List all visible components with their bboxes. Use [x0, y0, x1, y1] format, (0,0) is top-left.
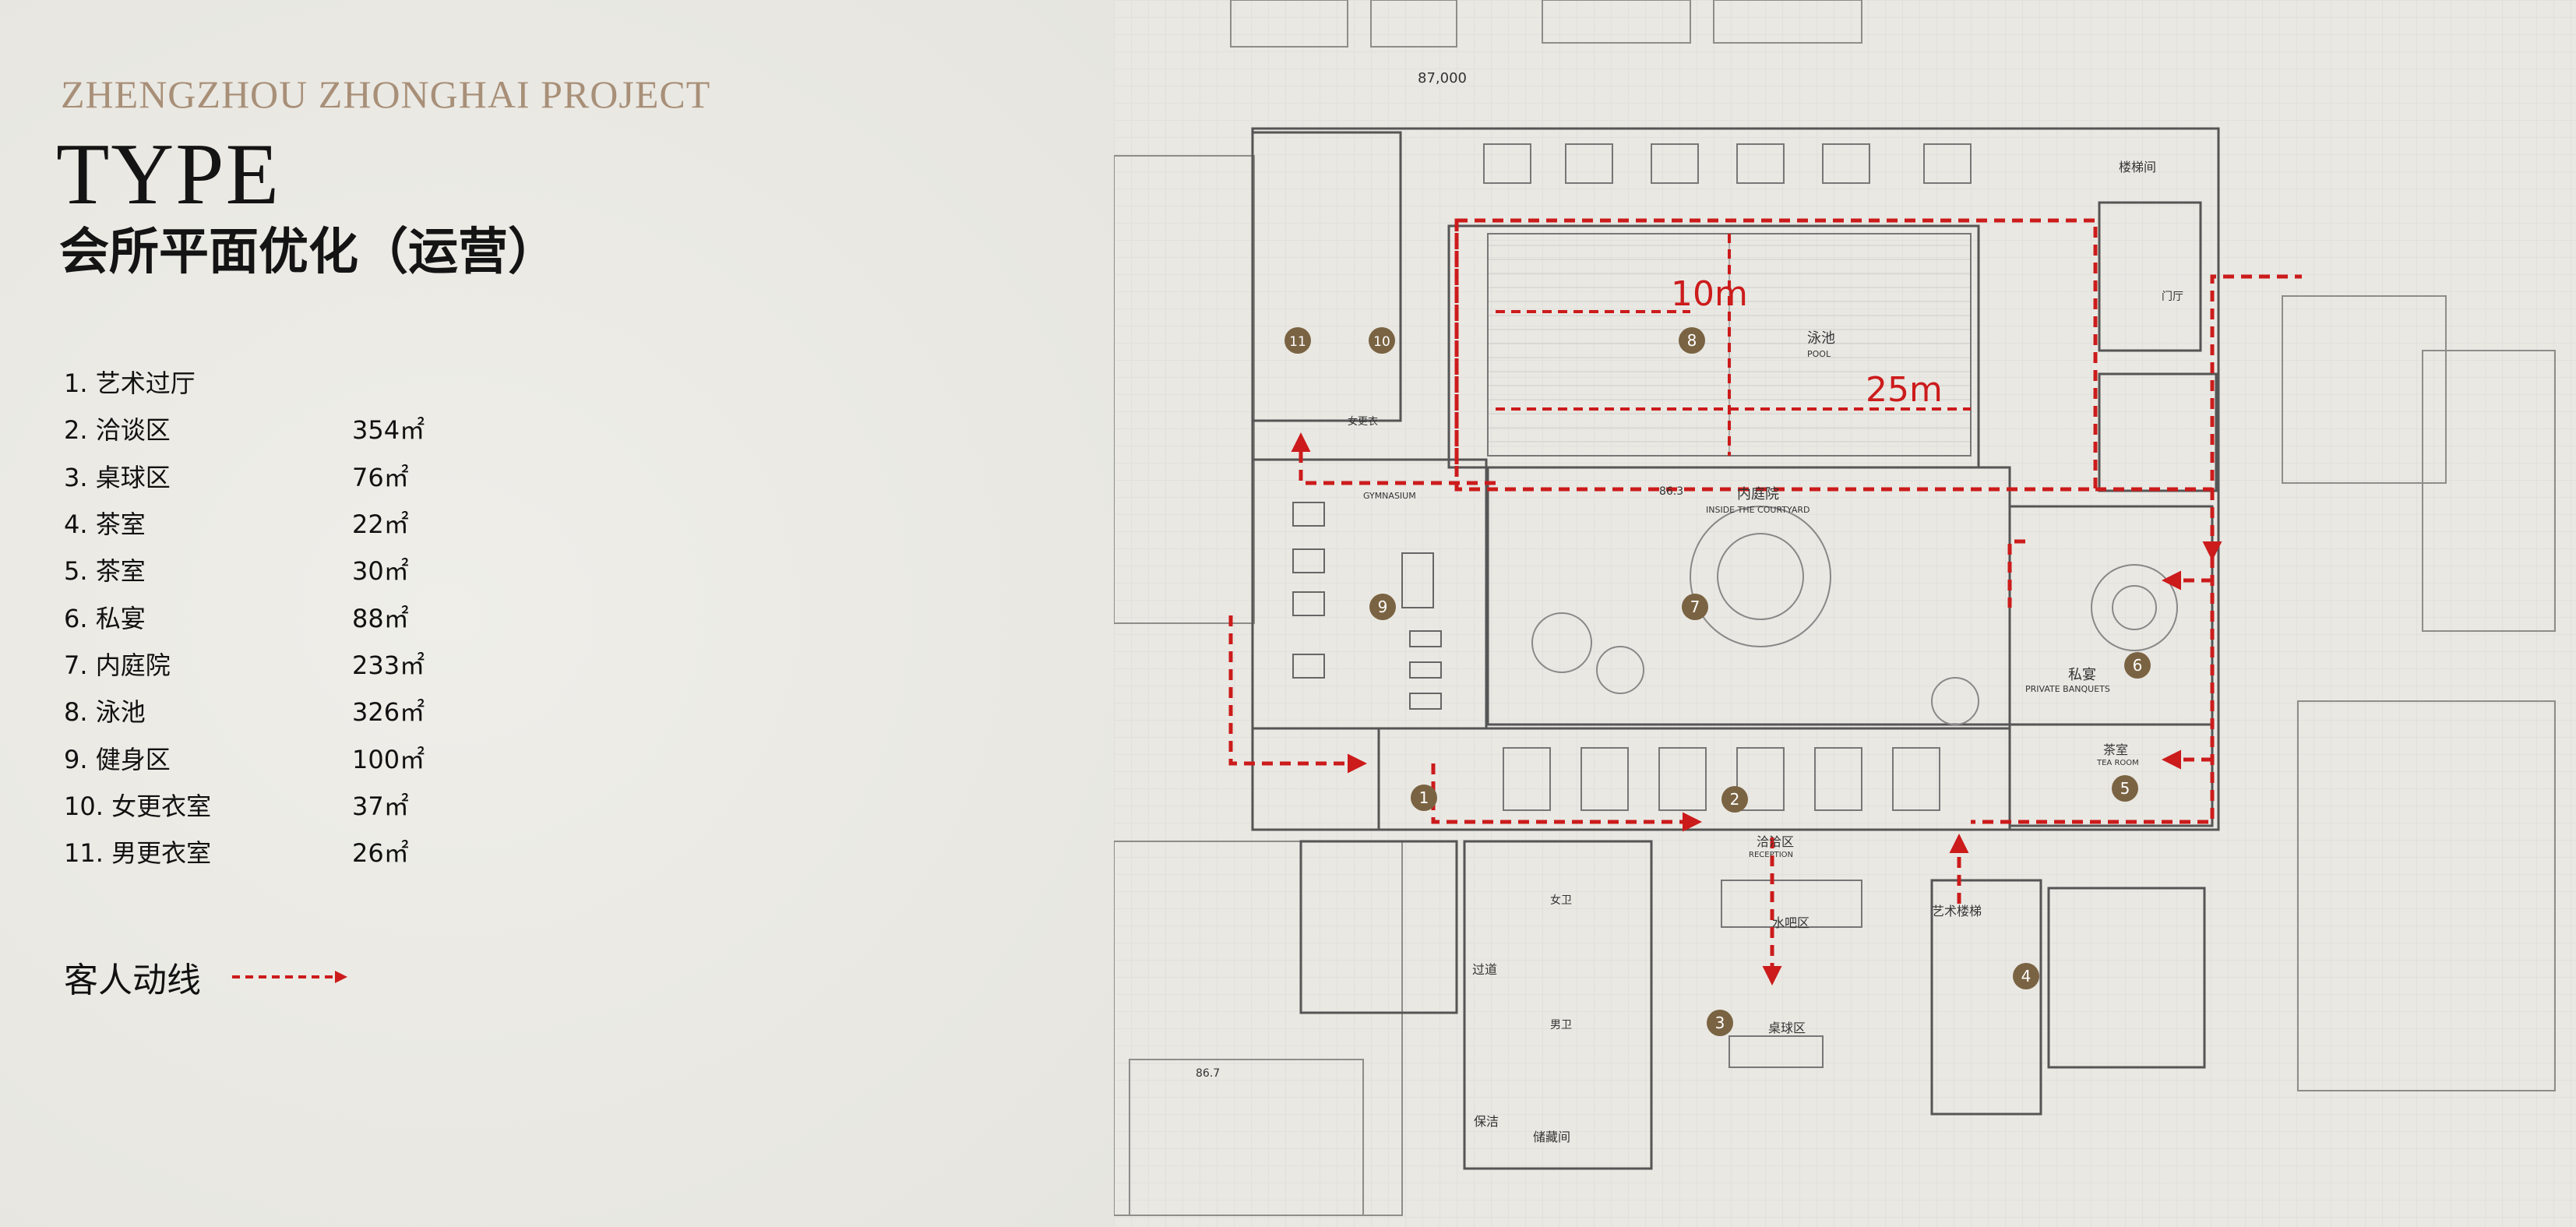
marker-7-label: 7: [1690, 598, 1700, 616]
room-item: 6. 私宴 88㎡: [64, 593, 469, 640]
room-item: 3. 桌球区 76㎡: [64, 453, 469, 499]
room-area: 22㎡: [352, 509, 409, 540]
room-name: 6. 私宴: [64, 603, 146, 633]
marker-1: [1411, 785, 1437, 811]
room-item: 1. 艺术过厅: [64, 358, 469, 405]
room-name: 5. 茶室: [64, 556, 146, 587]
level-label: 86.3: [1659, 485, 1683, 498]
private-label: 私宴: [2068, 666, 2096, 683]
room-area: 88㎡: [352, 603, 409, 633]
floor-plan: 87,000 10m 25m 泳池 POOL 内庭院 INSIDE THE CO…: [1114, 0, 2576, 1227]
route-arrow-icon: [232, 971, 347, 983]
marker-1-label: 1: [1419, 788, 1429, 807]
level-label-b: 86.7: [1196, 1067, 1220, 1080]
room-name: 11. 男更衣室: [64, 838, 212, 869]
storage-label: 储藏间: [1533, 1130, 1570, 1144]
room-item: 4. 茶室 22㎡: [64, 499, 469, 546]
male-wc-label: 男卫: [1550, 1019, 1572, 1031]
room-area: 26㎡: [352, 838, 409, 869]
water-bar-label: 水吧区: [1772, 915, 1810, 930]
room-name: 1. 艺术过厅: [64, 368, 196, 399]
marker-6-label: 6: [2133, 656, 2143, 675]
info-panel: ZHENGZHOU ZHONGHAI PROJECT TYPE 会所平面优化（运…: [0, 0, 1114, 1227]
tea-label: 茶室: [2103, 742, 2128, 757]
room-item: 2. 洽谈区 354㎡: [64, 405, 469, 452]
room-item: 5. 茶室 30㎡: [64, 546, 469, 593]
tea-en-label: TEA ROOM: [2096, 759, 2139, 767]
pool-en-label: POOL: [1807, 349, 1831, 359]
marker-6: [2124, 652, 2151, 679]
room-markers: 1 2 3 4 5 6 7 8 9 10 11: [1284, 327, 2151, 1036]
room-name: 2. 洽谈区: [64, 415, 171, 446]
art-stairs-label: 艺术楼梯: [1932, 904, 1982, 918]
room-item: 10. 女更衣室 37㎡: [64, 781, 469, 828]
room-item: 8. 泳池 326㎡: [64, 687, 469, 734]
marker-9: [1369, 594, 1396, 620]
room-name: 8. 泳池: [64, 697, 146, 728]
reception-en-label: RECEPTION: [1749, 851, 1793, 859]
page-subtitle: 会所平面优化（运营）: [59, 224, 558, 281]
marker-8: [1679, 327, 1705, 354]
hall-label: 门厅: [2162, 291, 2183, 303]
room-area: 326㎡: [352, 697, 425, 728]
marker-2: [1721, 786, 1748, 813]
stairs-label: 楼梯间: [2119, 160, 2156, 175]
pool-label: 泳池: [1807, 330, 1835, 347]
dimension-label: 87,000: [1418, 70, 1467, 86]
marker-4: [2013, 963, 2039, 989]
room-area: 37㎡: [352, 791, 409, 821]
room-item: 7. 内庭院 233㎡: [64, 640, 469, 687]
passage-label: 过道: [1472, 962, 1497, 977]
marker-5: [2112, 775, 2138, 802]
project-name: ZHENGZHOU ZHONGHAI PROJECT: [61, 72, 711, 116]
floor-plan-drawing: 87,000 10m 25m 泳池 POOL 内庭院 INSIDE THE CO…: [1114, 0, 2576, 1227]
pool-length-label: 25m: [1866, 370, 1943, 410]
marker-2-label: 2: [1730, 790, 1740, 809]
room-name: 4. 茶室: [64, 509, 146, 540]
room-area: 100㎡: [352, 744, 425, 774]
marker-3: [1707, 1010, 1733, 1036]
marker-5-label: 5: [2120, 779, 2130, 798]
marker-4-label: 4: [2021, 967, 2032, 985]
reception-label: 洽洽区: [1757, 834, 1794, 849]
legend-label: 客人动线: [64, 961, 201, 1000]
marker-11-label: 11: [1289, 334, 1306, 350]
marker-3-label: 3: [1715, 1014, 1725, 1032]
marker-11: [1284, 327, 1311, 354]
private-en-label: PRIVATE BANQUETS: [2025, 684, 2110, 694]
room-name: 10. 女更衣室: [64, 791, 212, 821]
pool-width-label: 10m: [1671, 274, 1748, 314]
room-name: 7. 内庭院: [64, 650, 171, 680]
route-legend: 客人动线: [64, 952, 349, 1002]
marker-8-label: 8: [1687, 331, 1697, 350]
female-changing-label: 女更衣: [1348, 415, 1378, 428]
marker-7: [1682, 594, 1708, 620]
room-area: 233㎡: [352, 650, 425, 680]
type-title: TYPE: [56, 126, 280, 223]
courtyard-en-label: INSIDE THE COURTYARD: [1706, 505, 1810, 515]
courtyard-label: 内庭院: [1737, 486, 1779, 502]
room-area: 30㎡: [352, 556, 409, 587]
room-list: 1. 艺术过厅 2. 洽谈区 354㎡ 3. 桌球区 76㎡ 4. 茶室 22㎡ 5.…: [64, 358, 469, 875]
room-area: 354㎡: [352, 415, 425, 446]
female-wc-label: 女卫: [1550, 894, 1572, 907]
cleaning-label: 保洁: [1474, 1114, 1499, 1129]
room-area: 76㎡: [352, 462, 409, 492]
room-item: 9. 健身区 100㎡: [64, 734, 469, 781]
room-name: 3. 桌球区: [64, 462, 171, 492]
marker-10: [1369, 327, 1395, 354]
room-item: 11. 男更衣室 26㎡: [64, 828, 469, 875]
room-name: 9. 健身区: [64, 744, 171, 774]
billiards-label: 桌球区: [1768, 1021, 1806, 1035]
marker-10-label: 10: [1373, 334, 1390, 350]
marker-9-label: 9: [1378, 598, 1388, 616]
gym-label: GYMNASIUM: [1363, 491, 1416, 501]
